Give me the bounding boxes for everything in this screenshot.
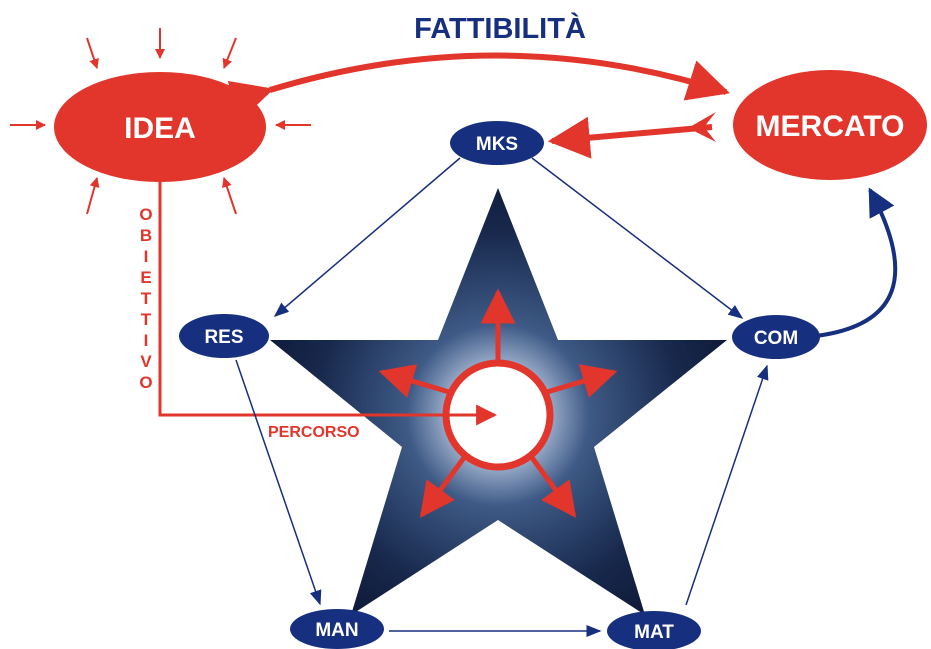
com-label: COM [754, 328, 798, 349]
radiating-arrows [378, 288, 618, 518]
res-to-man-arrow [235, 359, 322, 606]
man-node [290, 609, 384, 649]
idea-node [54, 72, 266, 182]
obiettivo-letter: V [140, 352, 152, 371]
mks-label: MKS [476, 134, 518, 155]
obiettivo-letter: B [140, 226, 152, 245]
obiettivo-letter: O [139, 373, 152, 392]
radiating-arrow-lower-left [419, 453, 469, 518]
fattibilita-arrow [227, 52, 731, 122]
mat-label: MAT [634, 622, 674, 643]
res-label: RES [204, 327, 243, 348]
mercato-label: MERCATO [756, 110, 905, 143]
com-to-mercato-arrow [815, 187, 898, 338]
obiettivo-letter: I [144, 247, 149, 266]
idea-rays [10, 28, 311, 215]
mercato-node [733, 70, 927, 180]
mat-to-com-arrow [685, 364, 769, 606]
res-node [179, 314, 269, 358]
obiettivo-letter: T [141, 289, 152, 308]
obiettivo-letter: I [144, 331, 149, 350]
man-label: MAN [315, 620, 358, 641]
arrow-fletching [688, 112, 716, 142]
com-node [732, 315, 820, 359]
percorso-path [158, 178, 498, 426]
obiettivo-letter: E [140, 268, 151, 287]
obiettivo-letter: O [139, 205, 152, 224]
obiettivo-letter: T [141, 310, 152, 329]
radiating-arrow-left [378, 364, 450, 398]
obiettivo-label: O B I E T T I V O [139, 205, 152, 392]
mat-node [607, 611, 701, 649]
mks-to-com-arrow [531, 157, 744, 319]
mks-node [450, 121, 544, 165]
idea-label: IDEA [124, 112, 196, 145]
radiating-arrow-lower-right [527, 453, 577, 518]
mercato-to-mks-arrow [547, 116, 713, 159]
mks-to-res-arrow [273, 157, 461, 317]
radiating-arrow-right [546, 364, 618, 398]
fattibilita-title: FATTIBILITÀ [414, 11, 586, 45]
percorso-label: PERCORSO [268, 424, 360, 441]
pentagon-arrows [235, 157, 769, 637]
